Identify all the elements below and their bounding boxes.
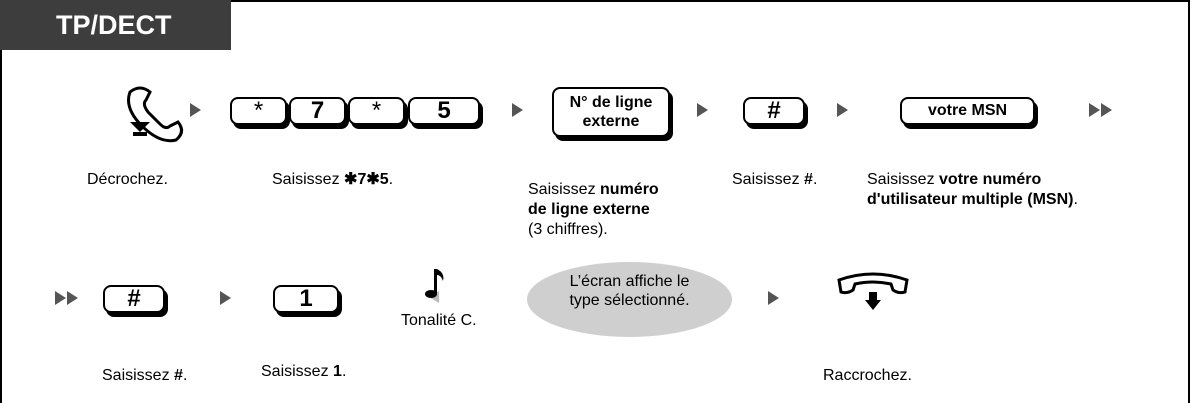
- caption-line-number: Saisissez numéro de ligne externe (3 chi…: [528, 181, 659, 238]
- handset-offhook-icon: [127, 86, 183, 143]
- display-note-bubble: L’écran affiche le type sélectionné.: [527, 262, 732, 337]
- arrow-right-icon: [768, 291, 779, 305]
- arrow-right-icon: [67, 291, 78, 305]
- caption-hash-2: Saisissez #.: [102, 367, 188, 384]
- msn-key[interactable]: votre MSN: [900, 97, 1035, 125]
- key-star-1[interactable]: *: [230, 97, 287, 125]
- caption-hash: Saisissez #.: [732, 171, 818, 188]
- caption-msn: Saisissez votre numéro d'utilisateur mul…: [867, 171, 1078, 208]
- caption-one: Saisissez 1.: [261, 363, 347, 380]
- arrow-right-icon: [190, 103, 201, 117]
- key-7[interactable]: 7: [289, 97, 346, 125]
- caption-onhook: Raccrochez.: [823, 367, 912, 384]
- key-star-2[interactable]: *: [348, 97, 405, 125]
- key-5[interactable]: 5: [408, 97, 480, 125]
- hash-key[interactable]: #: [743, 97, 805, 125]
- arrow-right-icon: [1089, 103, 1100, 117]
- caption-dial-code: Saisissez ✱7✱5.: [272, 171, 394, 188]
- one-key[interactable]: 1: [273, 285, 339, 313]
- arrow-right-icon: [512, 103, 523, 117]
- handset-onhook-icon: [837, 272, 909, 310]
- arrow-right-icon: [837, 103, 848, 117]
- caption-offhook: Décrochez.: [87, 171, 168, 188]
- arrow-right-icon: [1101, 103, 1112, 117]
- hash-key-2[interactable]: #: [103, 285, 165, 313]
- arrow-right-icon: [55, 291, 66, 305]
- device-tab: TP/DECT: [0, 0, 231, 50]
- tone-label: Tonalité C.: [401, 312, 477, 329]
- arrow-right-icon: [697, 103, 708, 117]
- music-note-icon: [425, 269, 444, 303]
- arrow-right-icon: [220, 291, 231, 305]
